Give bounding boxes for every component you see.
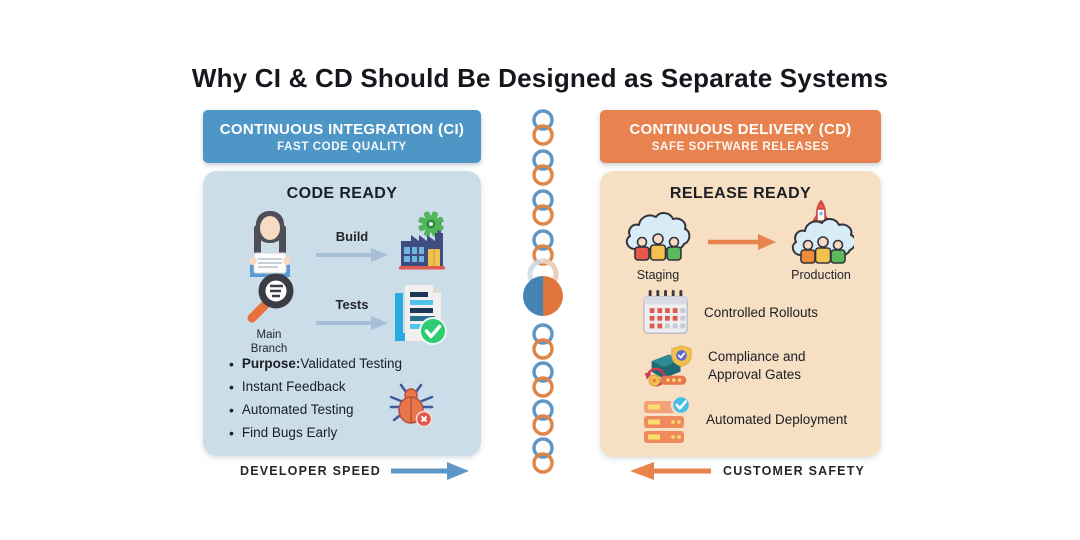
production-label: Production xyxy=(791,268,851,282)
list-item: Controlled Rollouts xyxy=(642,289,818,337)
production-block: Production xyxy=(778,199,864,282)
ci-header-title: CONTINUOUS INTEGRATION (CI) xyxy=(219,120,465,138)
ci-section-title: CODE READY xyxy=(286,185,398,202)
list-item: Find Bugs Early xyxy=(229,426,402,441)
developer-icon xyxy=(241,209,299,277)
main-branch-label: Main Branch xyxy=(250,329,288,356)
cd-header: CONTINUOUS DELIVERY (CD) SAFE SOFTWARE R… xyxy=(600,110,881,163)
page-title: Why CI & CD Should Be Designed as Separa… xyxy=(191,63,889,93)
ci-header: CONTINUOUS INTEGRATION (CI) FAST CODE QU… xyxy=(203,110,481,163)
bug-icon xyxy=(389,383,435,427)
tests-label: Tests xyxy=(335,297,369,312)
cd-item-label: Compliance and Approval Gates xyxy=(708,348,806,382)
production-cloud-rocket-icon xyxy=(791,199,854,264)
developer-speed-footer: DEVELOPER SPEED xyxy=(240,458,471,484)
tests-flow: Tests xyxy=(313,297,391,331)
build-label: Build xyxy=(335,229,369,244)
cd-item-label: Controlled Rollouts xyxy=(704,304,819,320)
bullet-text: Validated Testing xyxy=(300,356,402,371)
list-item: Automated Deployment xyxy=(642,395,847,445)
developer-speed-label: DEVELOPER SPEED xyxy=(240,464,381,478)
developer-speed-arrow-icon xyxy=(390,462,469,480)
build-arrow-icon xyxy=(316,248,388,262)
customer-safety-arrow-icon xyxy=(630,462,711,480)
bullet-text: Instant Feedback xyxy=(241,379,346,394)
cd-item-label: Automated Deployment xyxy=(706,411,848,427)
customer-safety-footer: CUSTOMER SAFETY xyxy=(628,458,865,484)
ci-cd-link-chain xyxy=(519,106,567,482)
staging-cloud-icon xyxy=(625,212,691,261)
list-item: Purpose: Validated Testing xyxy=(229,357,402,372)
staging-to-production-arrow-icon xyxy=(708,234,776,250)
bullet-text: Automated Testing xyxy=(241,402,354,417)
staging-label: Staging xyxy=(636,268,680,282)
ci-bullet-list: Purpose: Validated Testing Instant Feedb… xyxy=(229,357,402,449)
build-flow: Build xyxy=(313,229,391,263)
ci-header-subtitle: FAST CODE QUALITY xyxy=(277,140,407,153)
calendar-icon xyxy=(643,289,688,334)
ci-panel: CODE READY Build xyxy=(203,171,481,456)
cd-header-title: CONTINUOUS DELIVERY (CD) xyxy=(629,120,852,138)
build-factory-icon xyxy=(395,211,449,271)
tests-arrow-icon xyxy=(316,316,388,330)
cd-section-title: RELEASE READY xyxy=(669,185,812,202)
main-branch-magnifier-icon xyxy=(247,273,294,323)
server-deploy-icon xyxy=(644,395,692,443)
bullet-text: Find Bugs Early xyxy=(241,425,338,440)
bullet-bold-text: Purpose: xyxy=(241,356,301,371)
test-checklist-icon xyxy=(389,283,447,347)
staging-block: Staging xyxy=(618,209,698,282)
list-item: Compliance and Approval Gates xyxy=(642,341,848,391)
list-item: Instant Feedback xyxy=(229,380,402,395)
list-item: Automated Testing xyxy=(229,403,402,418)
cd-panel: RELEASE READY Staging xyxy=(600,171,881,457)
main-branch-block: Main Branch xyxy=(241,271,301,357)
compliance-gates-icon xyxy=(644,345,692,387)
cd-header-subtitle: SAFE SOFTWARE RELEASES xyxy=(651,140,830,153)
customer-safety-label: CUSTOMER SAFETY xyxy=(723,464,866,478)
